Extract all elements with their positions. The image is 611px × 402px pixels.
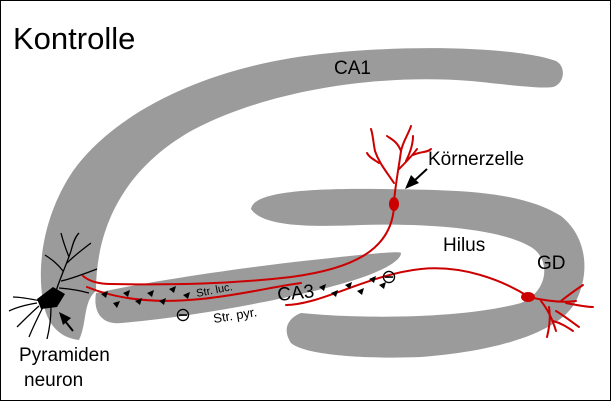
inhibition-symbol-right: ⊖ <box>381 267 397 288</box>
tissue-bands <box>41 48 585 357</box>
synapse <box>357 288 364 295</box>
label-ca1: CA1 <box>334 58 371 79</box>
label-ca3: CA3 <box>276 281 315 306</box>
gd-granule-soma <box>521 292 535 302</box>
diagram-title: Kontrolle <box>13 21 135 56</box>
inhibition-symbol-left: ⊖ <box>175 305 191 326</box>
koernerzelle-soma <box>389 197 399 211</box>
koernerzelle-pointer-line <box>414 169 427 181</box>
label-koernerzelle: Körnerzelle <box>428 149 524 170</box>
synapse <box>331 290 338 297</box>
label-gd: GD <box>537 253 566 274</box>
synapse <box>369 276 376 283</box>
label-hilus: Hilus <box>443 235 485 256</box>
label-pyramiden-line1: Pyramiden <box>19 345 110 366</box>
label-pyramiden-line2: neuron <box>24 370 83 391</box>
